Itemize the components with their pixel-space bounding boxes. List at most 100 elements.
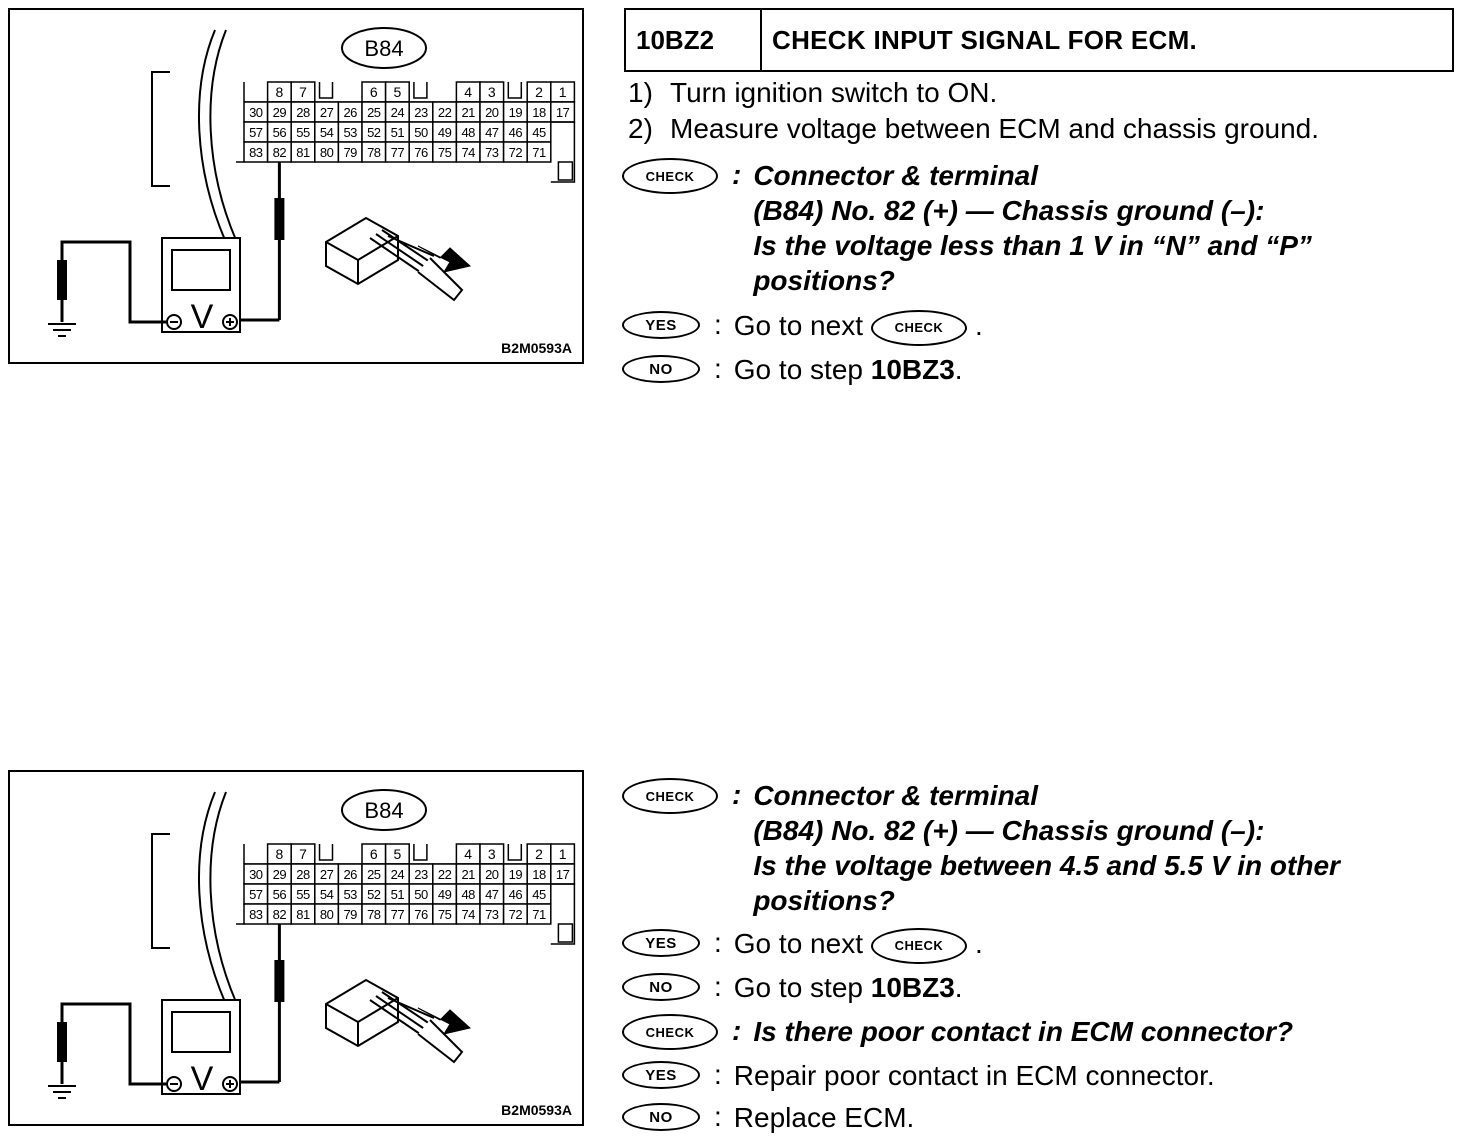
instruction-number: 1) — [628, 77, 653, 108]
terminal-number: 81 — [296, 907, 310, 922]
terminal-number: 22 — [438, 105, 452, 120]
terminal-number: 49 — [438, 887, 452, 902]
check-block-2: CHECK : Connector & terminal (B84) No. 8… — [622, 778, 1340, 918]
yes-text: Repair poor contact in ECM connector. — [733, 1060, 1215, 1091]
terminal-number: 17 — [556, 867, 570, 882]
instruction-2: 2)Measure voltage between ECM and chassi… — [628, 112, 1319, 146]
voltmeter-symbol: V — [191, 298, 214, 336]
check-badge: CHECK — [622, 778, 718, 814]
terminal-number: 74 — [461, 907, 475, 922]
terminal-number: 77 — [391, 907, 405, 922]
terminal-number: 73 — [485, 145, 499, 160]
colon: : — [732, 1015, 742, 1046]
terminal-number: 2 — [535, 84, 543, 100]
terminal-number: 23 — [414, 867, 428, 882]
terminal-number: 56 — [273, 887, 287, 902]
terminal-number: 78 — [367, 907, 381, 922]
connector-tab — [557, 923, 574, 943]
yes-prefix: Go to next — [733, 928, 863, 959]
connector-label-oval — [341, 789, 427, 831]
check-line: Connector & terminal — [753, 160, 1039, 191]
terminal-number: 7 — [299, 84, 307, 100]
check-line: positions? — [753, 265, 895, 296]
terminal-number: 45 — [532, 887, 546, 902]
no-text: Go to step 10BZ3. — [734, 970, 963, 1005]
no-row-2: NO : Go to step 10BZ3. — [622, 970, 963, 1005]
back-probe-connector-icon — [325, 235, 399, 284]
colon: : — [732, 779, 742, 810]
check-line: Is the voltage less than 1 V in “N” and … — [753, 230, 1312, 261]
yes-badge: YES — [622, 311, 700, 339]
terminal-number: 47 — [485, 125, 499, 140]
check-block-3: CHECK : Is there poor contact in ECM con… — [622, 1014, 1293, 1050]
instruction-1: 1)Turn ignition switch to ON. — [628, 76, 997, 110]
terminal-number: 29 — [273, 105, 287, 120]
harness-curve — [198, 29, 226, 241]
step-header: 10BZ2 CHECK INPUT SIGNAL FOR ECM. — [624, 8, 1454, 72]
yes-suffix: . — [974, 310, 983, 341]
no-text: Go to step 10BZ3. — [734, 352, 963, 387]
terminal-number: 18 — [532, 867, 546, 882]
terminal-number: 30 — [249, 867, 263, 882]
terminal-number: 2 — [535, 846, 543, 862]
terminal-number: 26 — [343, 105, 357, 120]
back-probe-connector-icon — [325, 216, 399, 286]
terminal-number: 5 — [394, 84, 402, 100]
no-step: 10BZ3 — [870, 354, 955, 385]
terminal-number: 25 — [367, 867, 381, 882]
no-badge: NO — [622, 355, 700, 383]
no-row-3: NO : Replace ECM. — [622, 1100, 914, 1135]
key-notch — [507, 82, 523, 99]
ground-wire — [60, 1002, 166, 1086]
colon: : — [714, 1101, 722, 1132]
terminal-number: 3 — [488, 84, 496, 100]
connector-label: B84 — [364, 36, 403, 61]
terminal-number: 76 — [414, 145, 428, 160]
ground-probe — [57, 1022, 67, 1062]
connector-label: B84 — [364, 798, 403, 823]
terminal-number: 47 — [485, 887, 499, 902]
terminal-number: 79 — [343, 907, 357, 922]
yes-prefix: Go to next — [733, 310, 863, 341]
harness-curve — [209, 29, 237, 241]
instruction-text: Measure voltage between ECM and chassis … — [670, 113, 1320, 144]
check-text: Connector & terminal (B84) No. 82 (+) — … — [753, 778, 1340, 918]
probe-tip — [274, 960, 285, 1002]
terminal-number: 57 — [249, 887, 263, 902]
terminal-number: 24 — [391, 105, 405, 120]
ground-wire — [60, 240, 166, 324]
connector-label-oval — [341, 27, 427, 69]
terminal-number: 75 — [438, 145, 452, 160]
terminal-number: 27 — [320, 105, 334, 120]
back-probe-connector-icon — [417, 1019, 464, 1064]
terminal-number: 54 — [320, 125, 334, 140]
terminal-number: 80 — [320, 907, 334, 922]
terminal-cell — [526, 141, 552, 163]
back-probe-connector-icon — [417, 257, 464, 302]
connector-edge — [550, 883, 576, 945]
terminal-number: 28 — [296, 867, 310, 882]
yes-badge: YES — [622, 929, 700, 957]
no-text: Replace ECM. — [733, 1102, 915, 1133]
terminal-number: 77 — [391, 145, 405, 160]
yes-badge: YES — [622, 1061, 700, 1089]
terminal-number: 8 — [276, 846, 284, 862]
terminal-number: 76 — [414, 907, 428, 922]
terminal-number: 56 — [273, 125, 287, 140]
yes-suffix: . — [974, 928, 983, 959]
back-probe-connector-icon — [325, 997, 399, 1046]
harness-curve — [198, 791, 226, 1003]
terminal-number: 82 — [273, 907, 287, 922]
terminal-number: 71 — [532, 145, 546, 160]
check-line: positions? — [753, 885, 895, 916]
terminal-number: 55 — [296, 125, 310, 140]
colon: : — [714, 353, 722, 384]
terminal-number: 21 — [461, 105, 475, 120]
terminal-number: 18 — [532, 105, 546, 120]
no-prefix: Go to step — [733, 972, 863, 1003]
step-title: CHECK INPUT SIGNAL FOR ECM. — [772, 24, 1198, 55]
